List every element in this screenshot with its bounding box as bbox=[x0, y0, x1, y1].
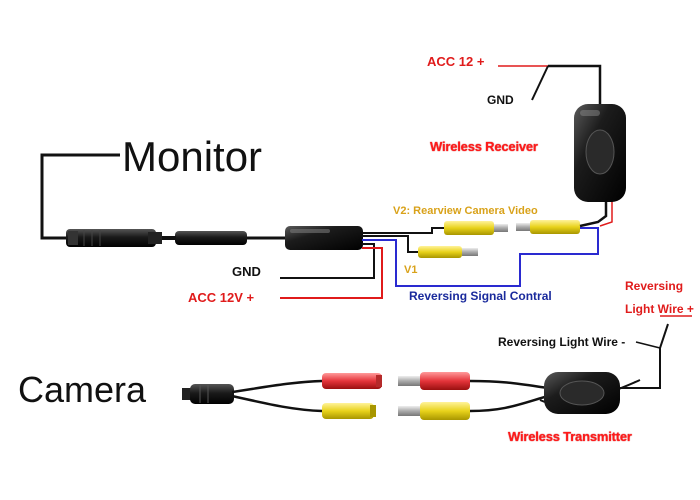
transmitter-rca-red bbox=[398, 372, 470, 390]
reversing-light-minus-label: Reversing Light Wire - bbox=[498, 335, 626, 349]
reversing-light-plus-label-2: Light Wire + bbox=[625, 302, 694, 316]
transmitter-rca-yellow bbox=[398, 402, 470, 420]
v1-label: V1 bbox=[404, 264, 418, 276]
camera-connector bbox=[182, 384, 234, 404]
acc-wire-mid bbox=[280, 247, 383, 299]
wireless-receiver-label: Wireless Receiver bbox=[430, 139, 538, 154]
monitor-cable bbox=[40, 153, 120, 240]
monitor-connector bbox=[66, 229, 162, 247]
reversing-light-wires bbox=[620, 315, 692, 389]
receiver-power-wires bbox=[498, 64, 613, 228]
rca-receiver-connector bbox=[516, 220, 580, 234]
rca-v2-connector bbox=[444, 221, 508, 235]
acc12v-mid-label: ACC 12V + bbox=[188, 290, 255, 305]
v2-label: V2: Rearview Camera Video bbox=[393, 205, 538, 217]
gnd-mid-label: GND bbox=[232, 264, 261, 279]
gnd-wire-mid bbox=[280, 243, 375, 279]
camera-cable-split bbox=[231, 379, 323, 413]
video-wires bbox=[362, 227, 444, 253]
camera-rca-yellow bbox=[322, 403, 376, 419]
camera-rca-red bbox=[322, 373, 382, 389]
wireless-receiver-box bbox=[574, 104, 626, 202]
wireless-transmitter-box bbox=[544, 372, 620, 414]
rca-v1-connector bbox=[418, 246, 478, 258]
acc12-top-label: ACC 12 + bbox=[427, 54, 485, 69]
monitor-extension-cable bbox=[162, 231, 288, 245]
reversing-light-plus-label-1: Reversing bbox=[625, 279, 684, 293]
monitor-label: Monitor bbox=[122, 133, 263, 180]
harness-splitter-box bbox=[285, 226, 363, 250]
reversing-signal-wire bbox=[362, 227, 599, 287]
reversing-signal-label: Reversing Signal Contral bbox=[409, 289, 552, 303]
camera-label: Camera bbox=[18, 369, 147, 410]
gnd-top-label: GND bbox=[487, 93, 514, 107]
wireless-transmitter-label: Wireless Transmitter bbox=[508, 429, 632, 444]
